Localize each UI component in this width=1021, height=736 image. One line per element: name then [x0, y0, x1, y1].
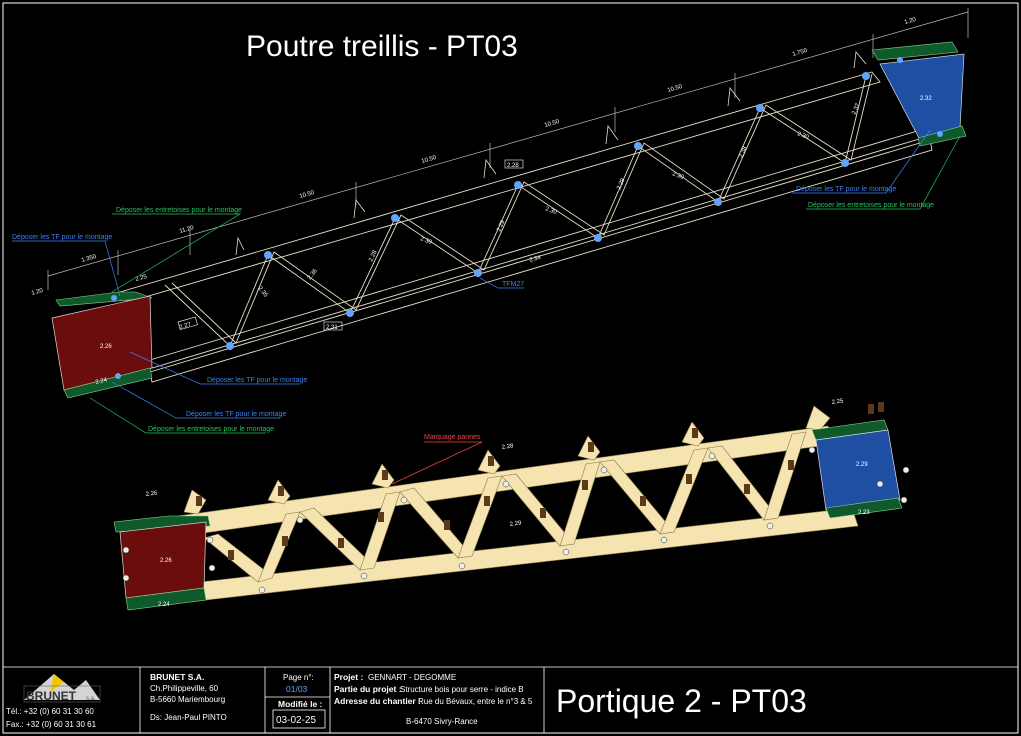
note-tf-right: Déposer les TF pour le montage [796, 186, 896, 193]
sheet-title: Portique 2 - PT03 [556, 683, 807, 719]
top-label: 2.24 [95, 377, 108, 386]
top-dimension-ticks [47, 8, 969, 290]
top-truss: 1.20 1.350 11.20 10.50 10.50 10.50 10.50… [12, 8, 969, 434]
bottom-right-plate [815, 429, 901, 511]
dim-9: 1.20 [904, 17, 918, 26]
phone: Tél.: +32 (0) 60 31 30 60 [6, 707, 94, 716]
bottom-label: 2.23 [858, 510, 870, 516]
drawn-by: Ds: Jean-Paul PINTO [150, 713, 227, 722]
bottom-label: 2.29 [509, 520, 522, 528]
top-diagonals [164, 73, 873, 347]
top-label: 2.32 [920, 96, 932, 102]
top-label: 2.30 [544, 206, 558, 216]
fax: Fax.: +32 (0) 60 31 30 61 [6, 720, 97, 729]
bottom-diagonals [203, 431, 807, 583]
top-right-plate: 2.32 [871, 41, 967, 147]
dim-8: 1.750 [792, 48, 809, 58]
bottom-plates [228, 460, 794, 560]
note-tf-left: Déposer les TF pour le montage [12, 234, 112, 241]
top-connectors [226, 72, 870, 350]
dim-5: 10.50 [421, 155, 438, 165]
top-label: 2.29 [616, 177, 627, 191]
note-entretoises-right: Déposer les entretoises pour le montage [808, 202, 934, 209]
top-label: 2.30 [796, 131, 810, 141]
site-city: B-6470 Sivry-Rance [406, 717, 478, 726]
part-label: Partie du projet : [334, 684, 402, 694]
dim-7: 10.50 [667, 84, 684, 94]
dim-6: 10.50 [544, 119, 561, 129]
note-entretoises-bottom: Déposer les entretoises pour le montage [148, 426, 274, 433]
top-label: 2.31 [326, 325, 338, 331]
company-name: BRUNET S.A. [150, 672, 204, 682]
top-label: 2.30 [419, 236, 433, 246]
title-block [3, 666, 1018, 733]
bottom-truss: 2.26 2.25 2.28 2.29 2.26 2.29 2.24 2.23 … [113, 398, 910, 611]
site-label: Adresse du chantier : [334, 696, 421, 706]
top-label: 2.26 [100, 344, 112, 350]
top-label: 2.38 [738, 145, 749, 159]
note-tf-bottom-2: Déposer les TF pour le montage [186, 411, 286, 418]
brunet-logo: BRUNET s.a. [23, 674, 101, 703]
top-label: 2.37 [851, 102, 862, 116]
logo-sub: s.a. [86, 696, 96, 702]
page-label: Page n°: [283, 673, 314, 682]
dim-1: 1.20 [31, 288, 45, 297]
bottom-label: 2.28 [501, 443, 514, 451]
dim-2: 1.350 [81, 254, 98, 264]
bottom-label: 2.26 [160, 558, 172, 564]
top-title: Poutre treillis - PT03 [246, 30, 518, 63]
bottom-label: 2.26 [145, 490, 158, 498]
note-marquage-pannes: Marquage pannes [424, 434, 481, 441]
page-value: 01/03 [286, 684, 308, 694]
project-label: Projet : [334, 672, 363, 682]
top-label: 2.28 [507, 163, 519, 169]
top-label: 2.35 [256, 286, 268, 299]
note-tf-bottom-1: Déposer les TF pour le montage [207, 377, 307, 384]
bottom-label: 2.29 [856, 462, 868, 468]
top-label: 2.29 [496, 219, 507, 233]
top-label: 2.27 [179, 322, 193, 331]
bottom-label: 2.24 [158, 602, 170, 608]
bottom-bolts [122, 446, 910, 594]
note-tfm27: TFM27 [502, 281, 524, 288]
address-2: B-5660 Mariembourg [150, 695, 225, 704]
top-left-plate: 2.26 2.24 [51, 291, 153, 399]
site-value: Rue du Bévaux, entre le n°3 & 5 [418, 697, 533, 706]
project-value: GENNART - DEGOMME [368, 673, 456, 682]
note-entretoises-left: Déposer les entretoises pour le montage [116, 207, 242, 214]
top-label: 2.25 [135, 274, 149, 283]
modified-value: 03-02-25 [276, 715, 316, 726]
top-label: 2.36 [307, 268, 319, 281]
bottom-label: 2.25 [831, 398, 844, 406]
dim-4: 10.50 [299, 190, 316, 200]
dim-3: 11.20 [179, 225, 195, 235]
logo-text: BRUNET [26, 689, 77, 703]
address-1: Ch.Philippeville, 60 [150, 684, 219, 693]
part-value: Structure bois pour serre - indice B [400, 685, 524, 694]
top-label: 2.28 [368, 249, 379, 263]
top-label: 2.34 [529, 255, 543, 264]
modified-label: Modifié le : [278, 699, 323, 709]
top-label: 2.30 [671, 171, 685, 181]
